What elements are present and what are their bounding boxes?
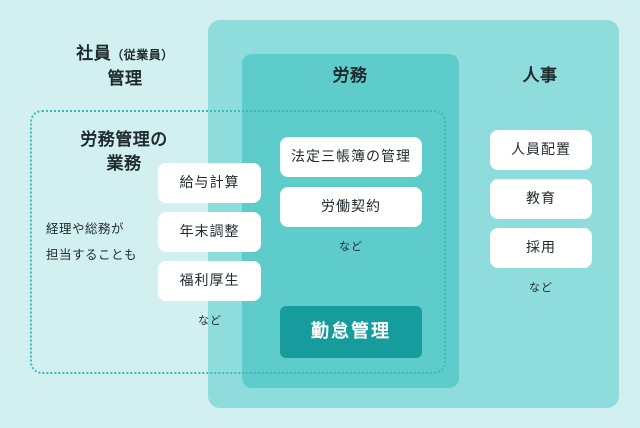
labor-heading: 労務 <box>332 66 368 86</box>
note-line2: 担当することも <box>46 247 138 262</box>
employee-management-heading-line2: 管理 <box>107 69 143 89</box>
employee-management-heading-paren: （従業員） <box>111 48 174 62</box>
hr-etc-label: など <box>529 281 553 294</box>
welfare-box: 福利厚生 <box>158 261 261 301</box>
statutory-ledgers-box: 法定三帳簿の管理 <box>280 137 422 177</box>
education-box: 教育 <box>490 179 592 219</box>
note-line1: 経理や総務が <box>46 221 125 236</box>
hr-heading: 人事 <box>522 66 558 86</box>
labor-management-etc-label: など <box>198 314 222 327</box>
labor-management-heading: 労務管理の 業務 <box>66 128 182 176</box>
labor-management-note: 経理や総務が 担当することも <box>46 216 166 268</box>
payroll-box: 給与計算 <box>158 163 261 203</box>
employee-management-heading: 社員（従業員） 管理 <box>62 42 188 91</box>
recruitment-box: 採用 <box>490 228 592 268</box>
labor-contract-box: 労働契約 <box>280 187 422 227</box>
labor-etc-label: など <box>339 240 363 253</box>
employee-management-heading-line1: 社員 <box>76 44 112 64</box>
year-end-adjustment-box: 年末調整 <box>158 212 261 252</box>
staffing-box: 人員配置 <box>490 130 592 170</box>
labor-management-dashed-region <box>30 110 446 374</box>
attendance-management-box: 勤怠管理 <box>280 306 422 358</box>
labor-management-heading-line2: 業務 <box>106 154 142 174</box>
labor-management-heading-line1: 労務管理の <box>80 130 168 150</box>
